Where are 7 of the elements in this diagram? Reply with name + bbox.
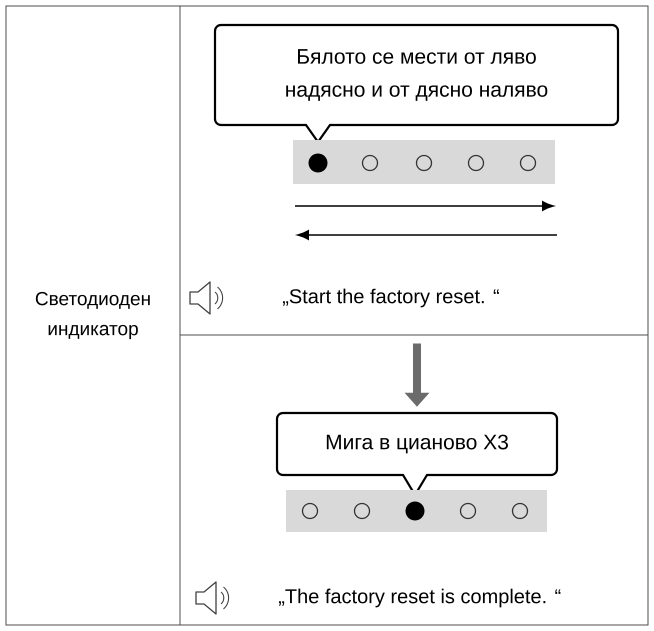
callout-bubble: Бялото се мести от ляво надясно и от дясно наляво	[214, 24, 620, 144]
table-cell: Светодиоден индикатор	[6, 6, 180, 626]
table-cell	[180, 6, 648, 336]
voice-prompt: „The factory reset is complete. “	[278, 588, 560, 608]
voice-prompt: „Start the factory reset. “	[282, 288, 499, 308]
callout-bubble: Мига в цианово X3	[276, 412, 558, 496]
table-cell	[180, 334, 648, 626]
